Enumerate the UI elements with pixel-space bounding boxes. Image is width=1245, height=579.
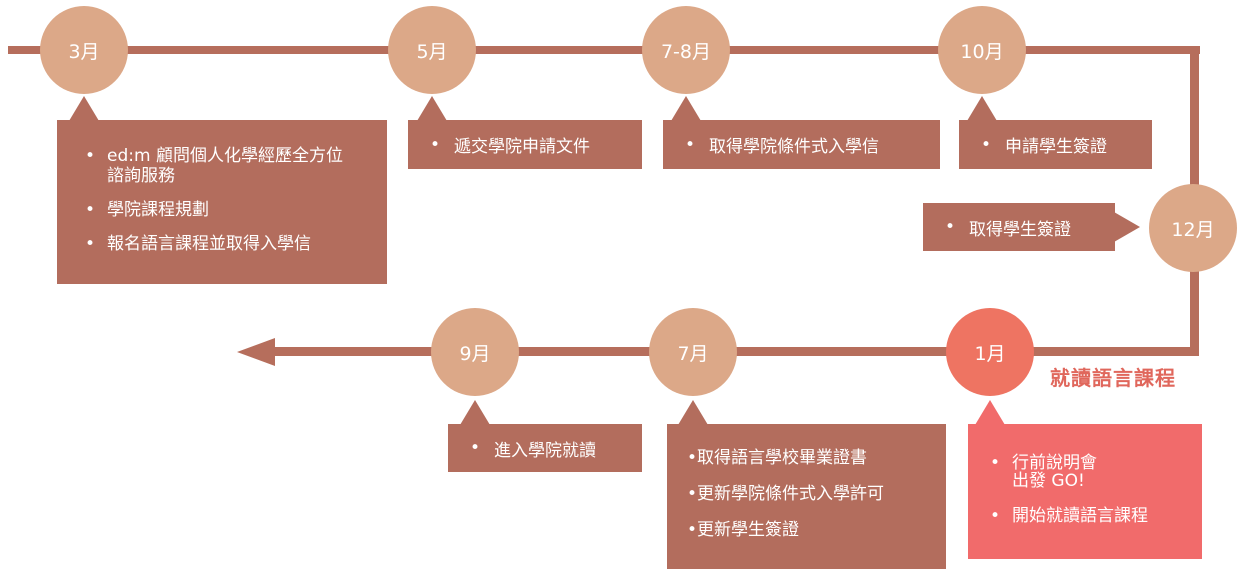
milestone-circle-jul: 7月 <box>649 308 737 396</box>
milestone-box-may: •遞交學院申請文件 <box>408 120 642 169</box>
pointer <box>460 400 490 425</box>
task-item: 申請學生簽證 <box>1005 137 1108 157</box>
task-text: 行前說明會 <box>1012 453 1097 473</box>
milestone-circle-jul-aug: 7-8月 <box>642 6 730 94</box>
task-item: •更新學生簽證 <box>687 520 800 540</box>
pointer <box>671 96 701 121</box>
milestone-box-sep: •進入學院就讀 <box>448 424 642 472</box>
jan-label: 就讀語言課程 <box>1050 366 1176 390</box>
task-text: 出發 GO! <box>1012 471 1085 491</box>
milestone-circle-dec: 12月 <box>1149 184 1237 272</box>
milestone-circle-may: 5月 <box>388 6 476 94</box>
pointer <box>417 96 447 121</box>
pointer <box>69 96 99 121</box>
pointer <box>975 400 1005 425</box>
task-item: •取得語言學校畢業證書 <box>687 448 868 468</box>
pointer-right <box>1114 212 1140 242</box>
milestone-box-dec: •取得學生簽證 <box>923 203 1115 251</box>
milestone-box-jul-aug: •取得學院條件式入學信 <box>663 120 940 169</box>
arrow-left-icon <box>237 338 275 366</box>
milestone-box-mar: ed:m 顧問個人化學經歷全方位諮詢服務 學院課程規劃 報名語言課程並取得入學信 <box>57 120 387 284</box>
pointer <box>678 400 708 425</box>
task-item: 開始就讀語言課程 <box>990 506 1202 526</box>
milestone-box-oct: •申請學生簽證 <box>959 120 1152 169</box>
milestone-circle-mar: 3月 <box>40 6 128 94</box>
task-item: •更新學院條件式入學許可 <box>687 484 885 504</box>
task-item: 取得學院條件式入學信 <box>709 137 880 157</box>
milestone-circle-sep: 9月 <box>431 308 519 396</box>
task-item: 進入學院就讀 <box>494 440 597 461</box>
pointer <box>967 96 997 121</box>
task-item: 學院課程規劃 <box>85 200 357 220</box>
task-item: ed:m 顧問個人化學經歷全方位諮詢服務 <box>85 146 357 186</box>
task-item: 取得學生簽證 <box>969 219 1072 240</box>
milestone-circle-jan: 1月 <box>946 308 1034 396</box>
milestone-circle-oct: 10月 <box>938 6 1026 94</box>
task-item: 遞交學院申請文件 <box>454 137 591 157</box>
milestone-box-jul: •取得語言學校畢業證書 •更新學院條件式入學許可 •更新學生簽證 <box>667 424 946 569</box>
timeline-top-line <box>8 46 1200 54</box>
task-item: 報名語言課程並取得入學信 <box>85 234 357 254</box>
